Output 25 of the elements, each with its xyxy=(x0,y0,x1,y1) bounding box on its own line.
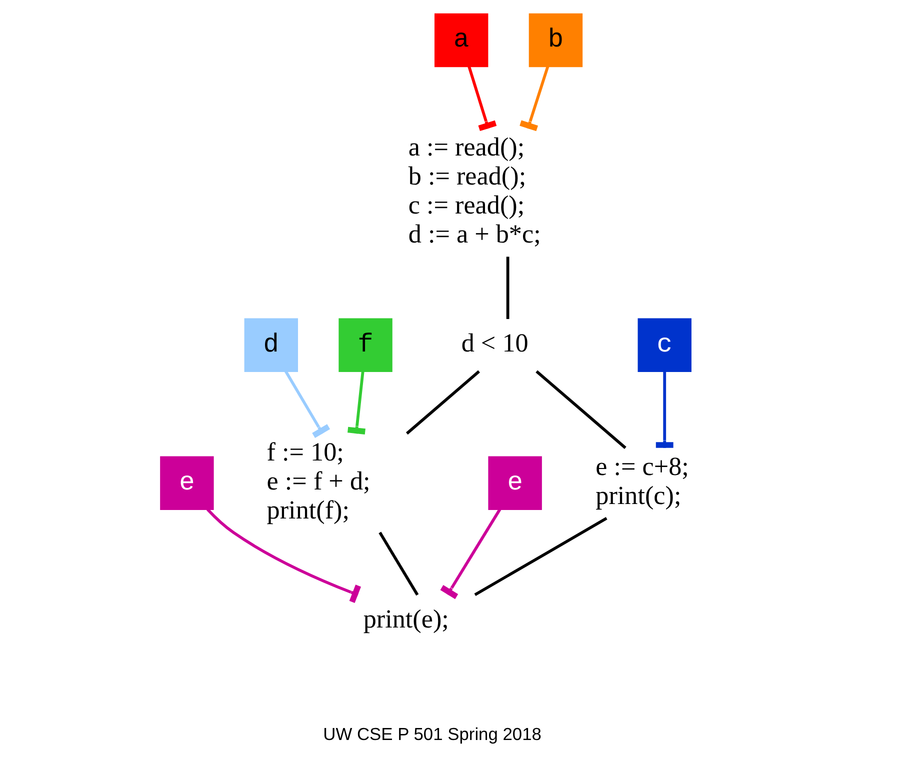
label: UW CSE P 501 Spring 2018 xyxy=(323,724,542,744)
connector xyxy=(520,66,550,132)
node-text: a := read(); b := read(); c := read(); d := a + b*c; xyxy=(408,132,541,249)
connector xyxy=(378,532,419,596)
node-box: b xyxy=(528,13,583,68)
node-text: d < 10 xyxy=(461,328,528,358)
connector xyxy=(474,517,608,596)
node-box: d xyxy=(244,318,298,372)
node-text: f := 10; e := f + d; print(f); xyxy=(266,437,370,525)
connector xyxy=(406,370,480,435)
node-box: c xyxy=(638,318,692,372)
connector xyxy=(656,371,674,448)
connector xyxy=(348,371,366,434)
node-box: f xyxy=(338,318,392,372)
node-box: a xyxy=(434,13,488,68)
node-text: print(e); xyxy=(363,604,449,634)
node-box: e xyxy=(488,456,542,510)
connector xyxy=(440,508,502,600)
node-text: e := c+8; print(c); xyxy=(596,452,689,510)
connector xyxy=(506,256,510,320)
connector xyxy=(468,66,497,132)
connector xyxy=(536,370,626,449)
connector xyxy=(284,370,330,438)
connector xyxy=(206,508,362,604)
node-box: e xyxy=(160,456,214,510)
